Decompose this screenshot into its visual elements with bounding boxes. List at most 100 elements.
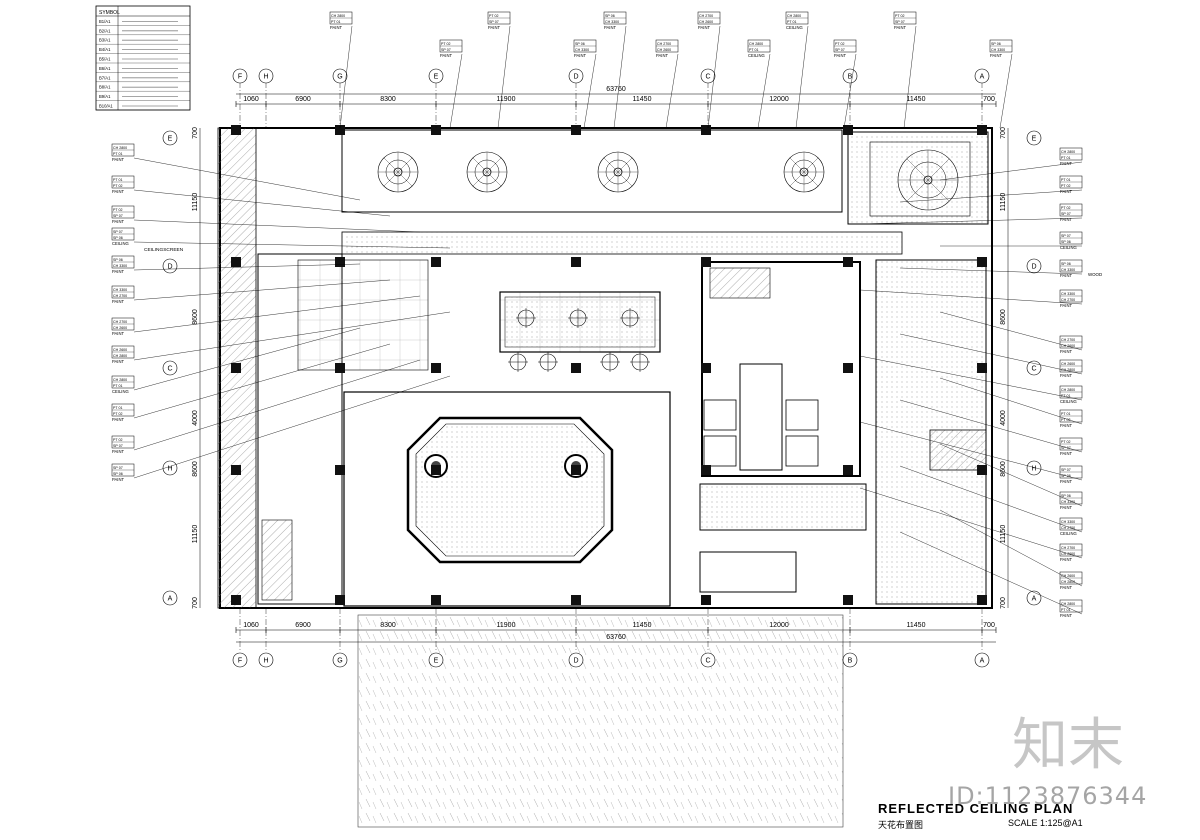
svg-text:PAINT: PAINT	[1060, 303, 1072, 308]
svg-text:D: D	[167, 264, 172, 271]
svg-text:E: E	[434, 74, 439, 81]
svg-text:CEILING: CEILING	[786, 25, 803, 30]
svg-text:SP 06: SP 06	[1061, 240, 1071, 244]
dimension-label: 8600	[1000, 309, 1007, 325]
legend-row: B3/A1	[99, 38, 111, 43]
svg-text:SP 07: SP 07	[1061, 446, 1071, 450]
svg-text:PAINT: PAINT	[1060, 585, 1072, 590]
medallion	[620, 308, 640, 328]
svg-text:PT 01: PT 01	[113, 178, 123, 182]
dimension-label: 700	[192, 597, 199, 609]
svg-text:F: F	[238, 74, 242, 81]
building-outline	[217, 127, 993, 609]
column	[431, 125, 441, 135]
grid-bubble	[258, 652, 274, 668]
legend-row: B7/A1	[99, 75, 111, 80]
grid-bubble	[1026, 258, 1042, 274]
grid-bubble	[700, 68, 716, 84]
grid-bubble	[1026, 360, 1042, 376]
svg-text:CH 3300: CH 3300	[113, 288, 127, 292]
svg-text:SP 07: SP 07	[1061, 212, 1071, 216]
medallion	[538, 352, 558, 372]
dimension-label: 8300	[380, 622, 396, 629]
column	[977, 465, 987, 475]
svg-text:SP 07: SP 07	[113, 214, 123, 218]
dimension-label: 8300	[380, 96, 396, 103]
svg-text:PAINT: PAINT	[1060, 613, 1072, 618]
svg-text:CH 2800: CH 2800	[749, 42, 763, 46]
column	[231, 595, 241, 605]
grid-bubble	[1026, 130, 1042, 146]
dimension-label: 700	[983, 622, 995, 629]
svg-text:PAINT: PAINT	[112, 269, 124, 274]
column	[977, 257, 987, 267]
symbol-legend: SYMBOL B1/A1B2/A1B3/A1B4/A1B5/A1B6/A1B7/…	[95, 5, 191, 111]
column	[335, 595, 345, 605]
svg-text:PAINT: PAINT	[574, 53, 586, 58]
column	[335, 363, 345, 373]
svg-text:PAINT: PAINT	[440, 53, 452, 58]
dimension-label: 11450	[907, 96, 926, 103]
svg-text:PAINT: PAINT	[894, 25, 906, 30]
svg-text:E: E	[434, 658, 439, 665]
column	[701, 595, 711, 605]
svg-text:CH 3300: CH 3300	[575, 48, 589, 52]
svg-text:C: C	[167, 366, 172, 373]
svg-text:PAINT: PAINT	[1060, 451, 1072, 456]
svg-text:PAINT: PAINT	[112, 417, 124, 422]
column	[843, 363, 853, 373]
column	[571, 595, 581, 605]
dimension-label: 11150	[192, 525, 199, 544]
column	[977, 363, 987, 373]
svg-text:PT 01: PT 01	[113, 406, 123, 410]
grid-bubble	[568, 68, 584, 84]
svg-text:CEILING: CEILING	[1060, 245, 1077, 250]
svg-text:SP 07: SP 07	[113, 444, 123, 448]
svg-text:CH 2800: CH 2800	[331, 14, 345, 18]
svg-text:PAINT: PAINT	[1060, 217, 1072, 222]
svg-text:PAINT: PAINT	[488, 25, 500, 30]
column	[701, 465, 711, 475]
svg-text:CH 2600: CH 2600	[113, 326, 127, 330]
plaza-hatch	[357, 614, 844, 828]
legend-row: B2/A1	[99, 28, 111, 33]
column	[335, 465, 345, 475]
grid-bubble	[428, 652, 444, 668]
svg-text:CH 2700: CH 2700	[657, 42, 671, 46]
svg-text:CH 2800: CH 2800	[1061, 602, 1075, 606]
svg-text:PAINT: PAINT	[112, 331, 124, 336]
svg-text:CH 2700: CH 2700	[1061, 526, 1075, 530]
svg-text:CH 2800: CH 2800	[1061, 388, 1075, 392]
svg-text:PAINT: PAINT	[112, 449, 124, 454]
grid-bubble	[162, 130, 178, 146]
svg-text:PAINT: PAINT	[112, 359, 124, 364]
dimension-label: 8600	[192, 461, 199, 477]
dimension-label: 11150	[1000, 193, 1007, 212]
dimension-label: 11150	[1000, 525, 1007, 544]
drawing-scale: SCALE 1:125@A1	[1008, 818, 1083, 828]
svg-text:PAINT: PAINT	[1060, 505, 1072, 510]
svg-text:CH 3300: CH 3300	[1061, 520, 1075, 524]
svg-text:CH 3300: CH 3300	[113, 264, 127, 268]
dimension-label: 700	[1000, 597, 1007, 609]
legend-row: B8/A1	[99, 85, 111, 90]
rosette	[897, 149, 959, 211]
svg-text:SP 07: SP 07	[441, 48, 451, 52]
svg-text:CH 2600: CH 2600	[113, 348, 127, 352]
